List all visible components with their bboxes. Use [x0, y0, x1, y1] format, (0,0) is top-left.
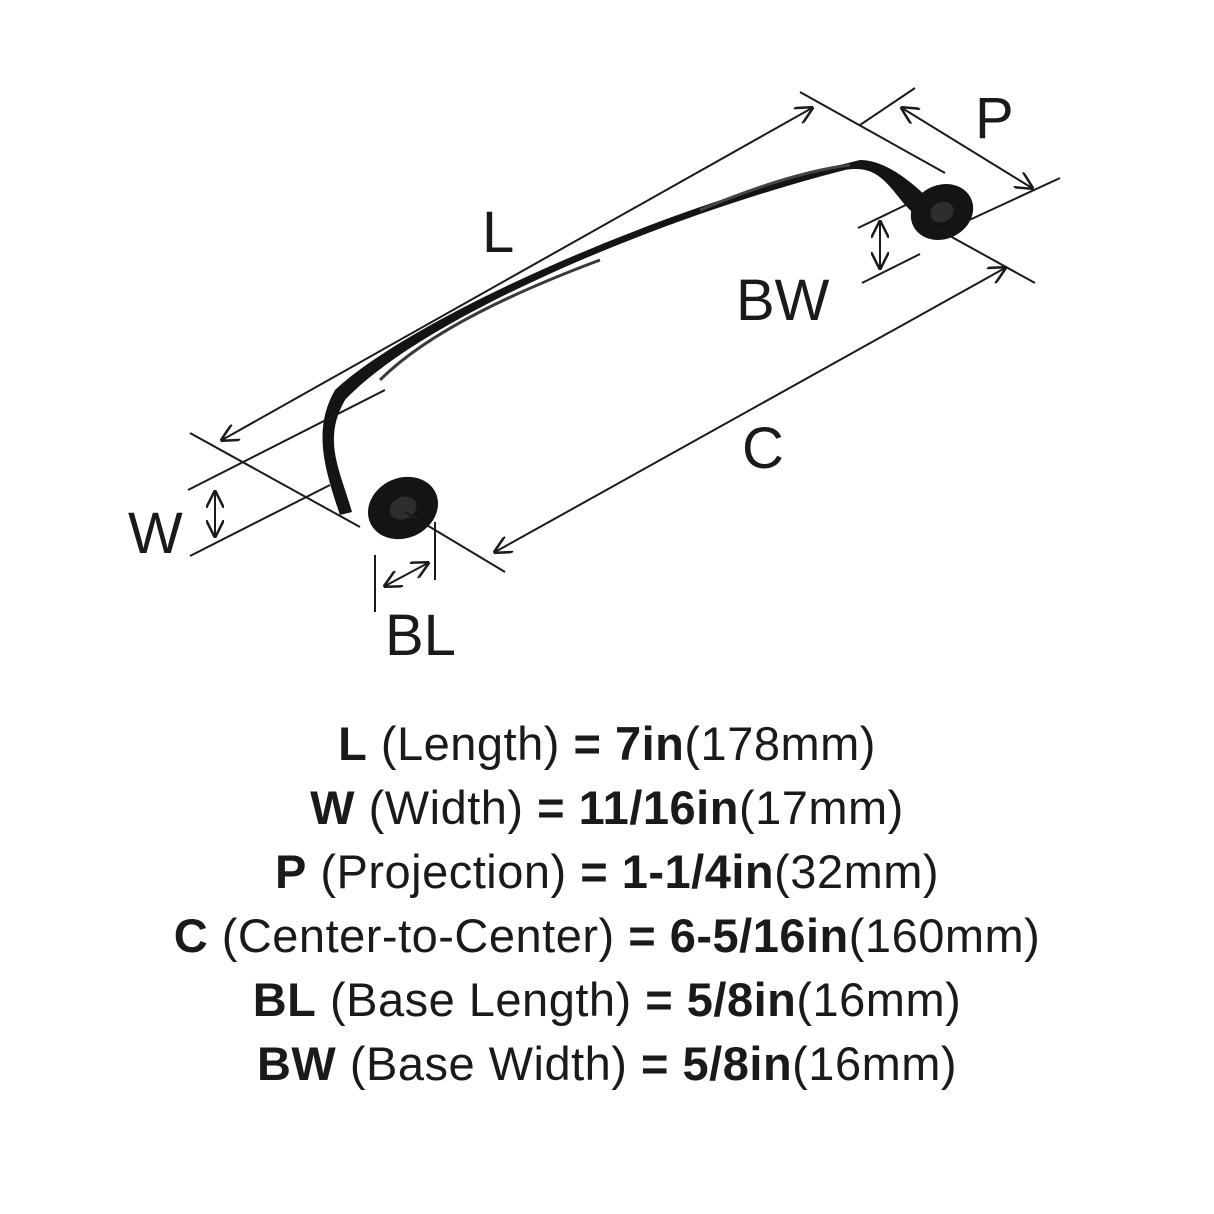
label-base-width: BW	[736, 268, 830, 333]
dimension-lines	[187, 87, 1061, 612]
dimension-spec-list: L (Length) = 7in(178mm) W (Width) = 11/1…	[0, 712, 1214, 1096]
spec-name: (Base Length)	[329, 973, 632, 1026]
spec-equals: =	[580, 845, 609, 898]
dim-line-base-width	[857, 201, 921, 284]
spec-equals: =	[537, 781, 566, 834]
spec-inches: 1-1/4in	[621, 845, 775, 898]
spec-mm: (17mm)	[738, 781, 904, 834]
spec-inches: 6-5/16in	[669, 909, 849, 962]
spec-row-center-to-center: C (Center-to-Center) = 6-5/16in(160mm)	[0, 904, 1214, 968]
spec-row-width: W (Width) = 11/16in(17mm)	[0, 776, 1214, 840]
spec-code: L	[338, 717, 368, 770]
spec-name: (Base Width)	[349, 1037, 628, 1090]
spec-code: BL	[252, 973, 317, 1026]
spec-inches: 7in	[614, 717, 685, 770]
spec-equals: =	[645, 973, 674, 1026]
spec-equals: =	[628, 909, 657, 962]
spec-name: (Center-to-Center)	[221, 909, 615, 962]
spec-inches: 11/16in	[578, 781, 739, 834]
label-length: L	[482, 200, 514, 265]
spec-row-length: L (Length) = 7in(178mm)	[0, 712, 1214, 776]
spec-name: (Projection)	[320, 845, 567, 898]
spec-name: (Width)	[368, 781, 524, 834]
spec-name: (Length)	[380, 717, 560, 770]
spec-row-projection: P (Projection) = 1-1/4in(32mm)	[0, 840, 1214, 904]
cabinet-pull-handle	[322, 160, 974, 540]
handle-dimension-diagram: L P BW C W BL	[128, 86, 1061, 668]
spec-code: P	[274, 845, 307, 898]
spec-mm: (16mm)	[796, 973, 962, 1026]
spec-inches: 5/8in	[682, 1037, 793, 1090]
spec-row-base-length: BL (Base Length) = 5/8in(16mm)	[0, 968, 1214, 1032]
dim-line-projection	[859, 87, 1061, 223]
spec-code: C	[173, 909, 209, 962]
spec-code: W	[310, 781, 356, 834]
label-width: W	[128, 501, 183, 566]
label-projection: P	[975, 86, 1014, 151]
dim-line-base-length	[374, 522, 436, 612]
dim-line-width	[187, 389, 386, 557]
spec-inches: 5/8in	[686, 973, 797, 1026]
dim-line-length	[189, 91, 946, 528]
spec-mm: (160mm)	[848, 909, 1041, 962]
spec-equals: =	[641, 1037, 669, 1090]
spec-code: BW	[256, 1037, 337, 1090]
label-base-length: BL	[385, 603, 456, 668]
spec-mm: (16mm)	[792, 1037, 958, 1090]
spec-mm: (32mm)	[774, 845, 940, 898]
spec-row-base-width: BW (Base Width) = 5/8in(16mm)	[0, 1032, 1214, 1096]
spec-equals: =	[573, 717, 602, 770]
label-center-to-center: C	[742, 416, 784, 481]
spec-mm: (178mm)	[684, 717, 876, 770]
dim-line-center-to-center	[404, 224, 1036, 573]
